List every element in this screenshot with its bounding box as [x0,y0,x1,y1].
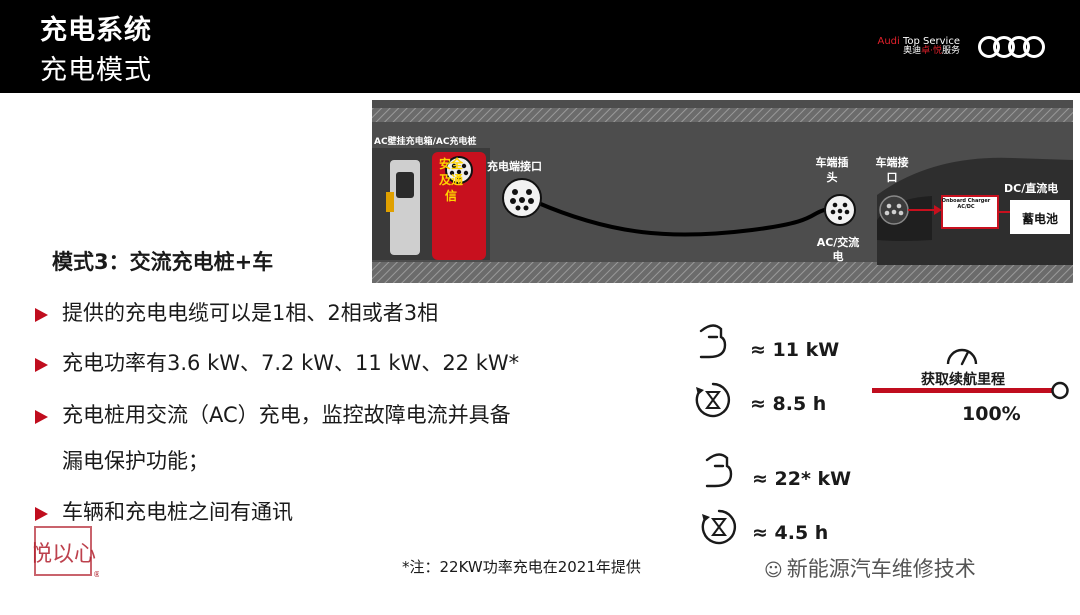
wallbox-label: AC壁挂充电箱/AC充电桩 [374,137,477,147]
time-value-8-5h: ≈ 8.5 h [750,393,827,415]
bullet-text: 充电桩用交流（AC）充电，监控故障电流并具备 [62,403,511,427]
mode-heading: 模式3：交流充电桩+车 [52,250,274,274]
bullet-arrow-icon [35,358,48,372]
charging-time-icon [701,509,737,545]
diagram-graphic [372,108,1073,283]
page-subtitle: 充电模式 [40,55,152,86]
power-plug-icon [705,453,733,488]
dc-label: DC/直流电 [1004,182,1059,195]
brand-english: Audi Top Service [877,36,960,47]
page-title: 充电系统 [40,15,152,46]
bullet-text: 提供的充电电缆可以是1相、2相或者3相 [62,301,439,325]
vehicle-inlet-label: 车端接口 [875,156,909,185]
range-value: 100% [962,403,1021,425]
range-label: 获取续航里程 [921,372,1005,388]
bullet-arrow-icon [35,308,48,322]
vehicle-plug-label: 车端插头 [815,156,849,185]
footnote: *注：22KW功率充电在2021年提供 [402,558,641,576]
seal-logo: 悦以心 ® [30,525,101,585]
svg-text:悦以心: 悦以心 [33,542,96,567]
power-value-22kw: ≈ 22* kW [752,468,852,490]
charging-time-icon [695,382,731,418]
range-progress-knob [1051,381,1069,400]
brand-chinese: 奥迪卓·悦服务 [903,46,960,56]
header-bar: 充电系统 充电模式 Audi Top Service 奥迪卓·悦服务 [0,0,1080,93]
brand-block: Audi Top Service 奥迪卓·悦服务 [872,36,960,57]
charging-diagram: AC壁挂充电箱/AC充电桩 充电端接口 车端插头 车端接口 AC/交流电 DC/… [372,100,1073,283]
bullet-arrow-icon [35,507,48,521]
charging-port-label: 充电端接口 [487,160,542,173]
bullet-text: 充电功率有3.6 kW、7.2 kW、11 kW、22 kW* [62,351,520,375]
battery-label: 蓄电池 [1021,212,1058,226]
gauge-icon [946,348,978,366]
wallbox-red-label: 安全及通信 [438,157,463,204]
range-progress-fill [872,388,1052,393]
power-plug-icon [699,324,727,359]
svg-text:®: ® [93,570,99,579]
watermark: ☺新能源汽车维修技术 [764,557,976,581]
range-progress-bar [872,381,1069,400]
bullet-text: 车辆和充电桩之间有通讯 [62,500,293,524]
bullet-text: 漏电保护功能； [62,449,209,473]
time-value-4-5h: ≈ 4.5 h [752,522,829,544]
onboard-charger-label: Onboard Charger AC/DC [941,198,991,210]
power-value-11kw: ≈ 11 kW [750,339,840,361]
ac-label: AC/交流电 [816,236,860,264]
audi-rings-icon [978,36,1045,58]
seal-stamp-icon: 悦以心 ® [30,526,101,579]
wechat-icon: ☺ [764,560,783,581]
bullet-arrow-icon [35,410,48,424]
